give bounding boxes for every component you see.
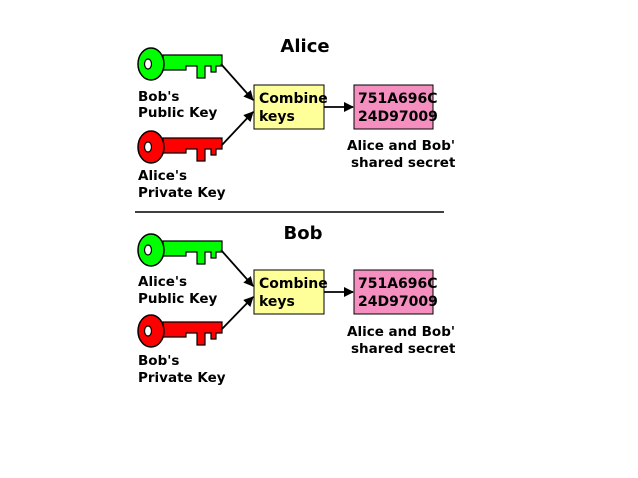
bob-secret-caption-line1: Alice and Bob' [347,324,455,340]
alice-private-key-label-line1: Alice's [138,168,187,184]
alice-public-key-label-line1: Bob's [138,89,179,105]
bob-public-key-label-line1: Alice's [138,274,187,290]
alice-private-key-icon [137,130,223,164]
bob-secret-value-line2: 24D97009 [358,294,438,310]
alice-private-key-arrow [220,111,254,147]
alice-secret-caption-line1: Alice and Bob' [347,138,455,154]
alice-public-key-label-line2: Public Key [138,105,218,121]
bob-section: Bob Alice's Public Key Bob's Private Key… [137,223,456,386]
bob-secret-value-line1: 751A696C [358,276,438,292]
bob-public-key-arrow [220,249,254,287]
bob-private-key-label-line1: Bob's [138,353,179,369]
bob-private-key-label-line2: Private Key [138,370,226,386]
bob-secret-box [353,269,434,315]
bob-public-key-icon [137,233,223,267]
alice-section: Alice Bob's Public Key Alice's Private K… [137,36,456,201]
bob-private-key-arrow [220,296,254,331]
alice-private-key-label-line2: Private Key [138,185,226,201]
bob-private-key-icon [137,314,223,348]
alice-combine-label-line1: Combine [259,91,328,107]
alice-secret-box [353,84,434,130]
alice-public-key-icon [137,47,223,81]
bob-combine-box [253,269,325,315]
alice-secret-caption-line2: shared secret [351,155,456,171]
alice-title: Alice [280,36,329,57]
alice-combine-label-line2: keys [259,109,295,125]
alice-combine-box [253,84,325,130]
bob-title: Bob [284,223,323,244]
alice-secret-value-line1: 751A696C [358,91,438,107]
bob-combine-label-line1: Combine [259,276,328,292]
bob-combine-label-line2: keys [259,294,295,310]
bob-public-key-label-line2: Public Key [138,291,218,307]
alice-secret-value-line2: 24D97009 [358,109,438,125]
alice-public-key-arrow [220,63,254,101]
bob-secret-caption-line2: shared secret [351,341,456,357]
